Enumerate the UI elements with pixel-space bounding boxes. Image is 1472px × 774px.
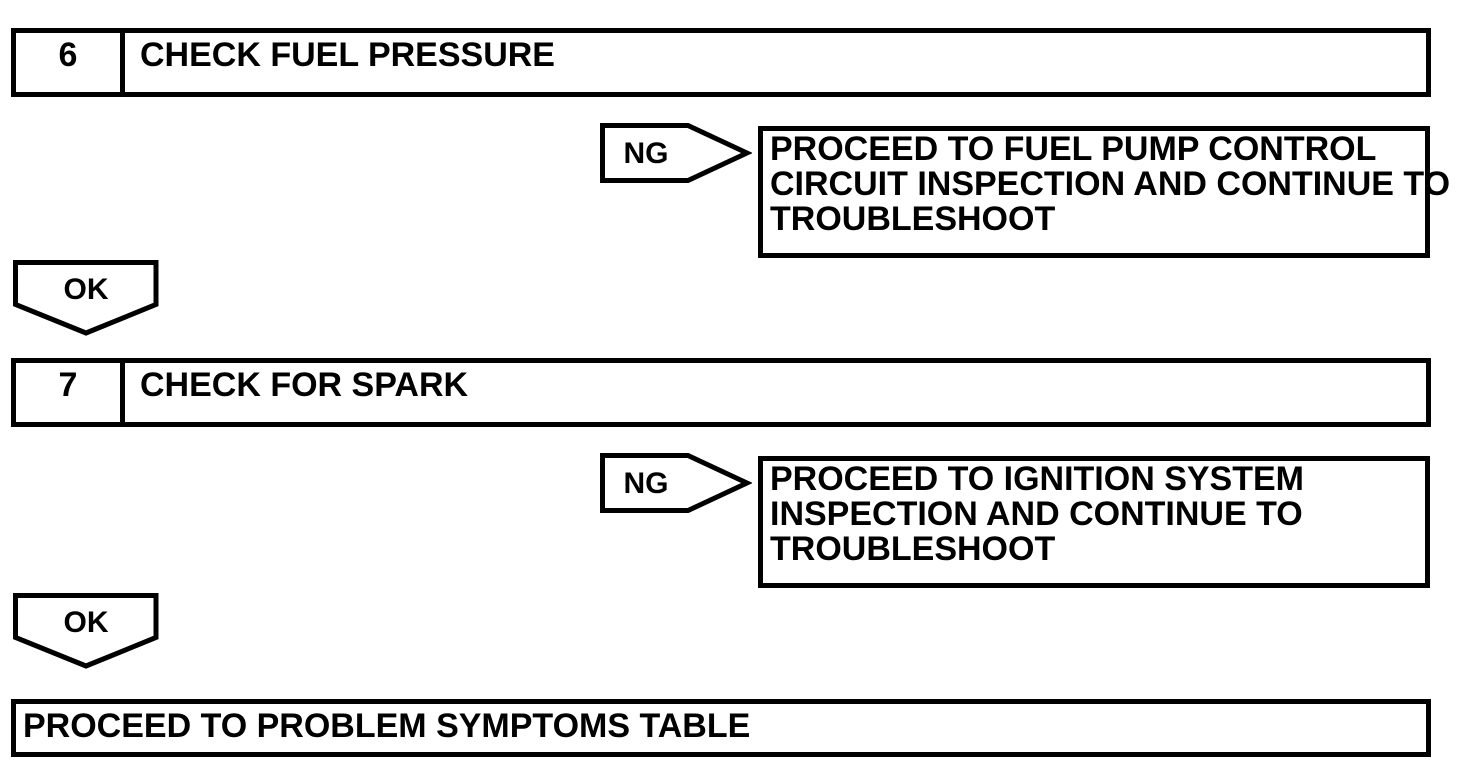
ng-label: NG <box>624 137 669 170</box>
ng-result-box-fuel-pump: PROCEED TO FUEL PUMP CONTROL CIRCUIT INS… <box>758 126 1451 258</box>
result-line: TROUBLESHOOT <box>770 200 1056 238</box>
ok-arrow-shape <box>13 260 159 336</box>
ok-label: OK <box>64 273 109 306</box>
ng-connector: NG <box>600 453 752 513</box>
result-line: PROCEED TO FUEL PUMP CONTROL <box>770 130 1377 168</box>
ng-arrow-shape <box>600 453 752 513</box>
step-number: 7 <box>16 363 125 422</box>
ok-arrow-shape <box>13 593 159 669</box>
ng-result-box-ignition: PROCEED TO IGNITION SYSTEM INSPECTION AN… <box>758 456 1430 588</box>
ok-connector: OK <box>13 260 159 336</box>
step-number: 6 <box>16 33 125 92</box>
result-line: TROUBLESHOOT <box>770 530 1056 568</box>
result-line: INSPECTION AND CONTINUE TO <box>770 495 1303 533</box>
step-title: CHECK FOR SPARK <box>140 366 469 404</box>
ng-arrow-shape <box>600 123 752 183</box>
final-instruction-box: PROCEED TO PROBLEM SYMPTOMS TABLE <box>11 699 1431 757</box>
result-line: CIRCUIT INSPECTION AND CONTINUE TO <box>770 165 1451 203</box>
ng-label: NG <box>624 467 669 500</box>
final-instruction-text: PROCEED TO PROBLEM SYMPTOMS TABLE <box>23 706 751 745</box>
ng-connector: NG <box>600 123 752 183</box>
result-line: PROCEED TO IGNITION SYSTEM <box>770 460 1304 498</box>
step-box-7: 7 CHECK FOR SPARK <box>11 358 1431 427</box>
ok-connector: OK <box>13 593 159 669</box>
step-box-6: 6 CHECK FUEL PRESSURE <box>11 28 1431 97</box>
step-title: CHECK FUEL PRESSURE <box>140 36 555 74</box>
ok-label: OK <box>64 606 109 639</box>
